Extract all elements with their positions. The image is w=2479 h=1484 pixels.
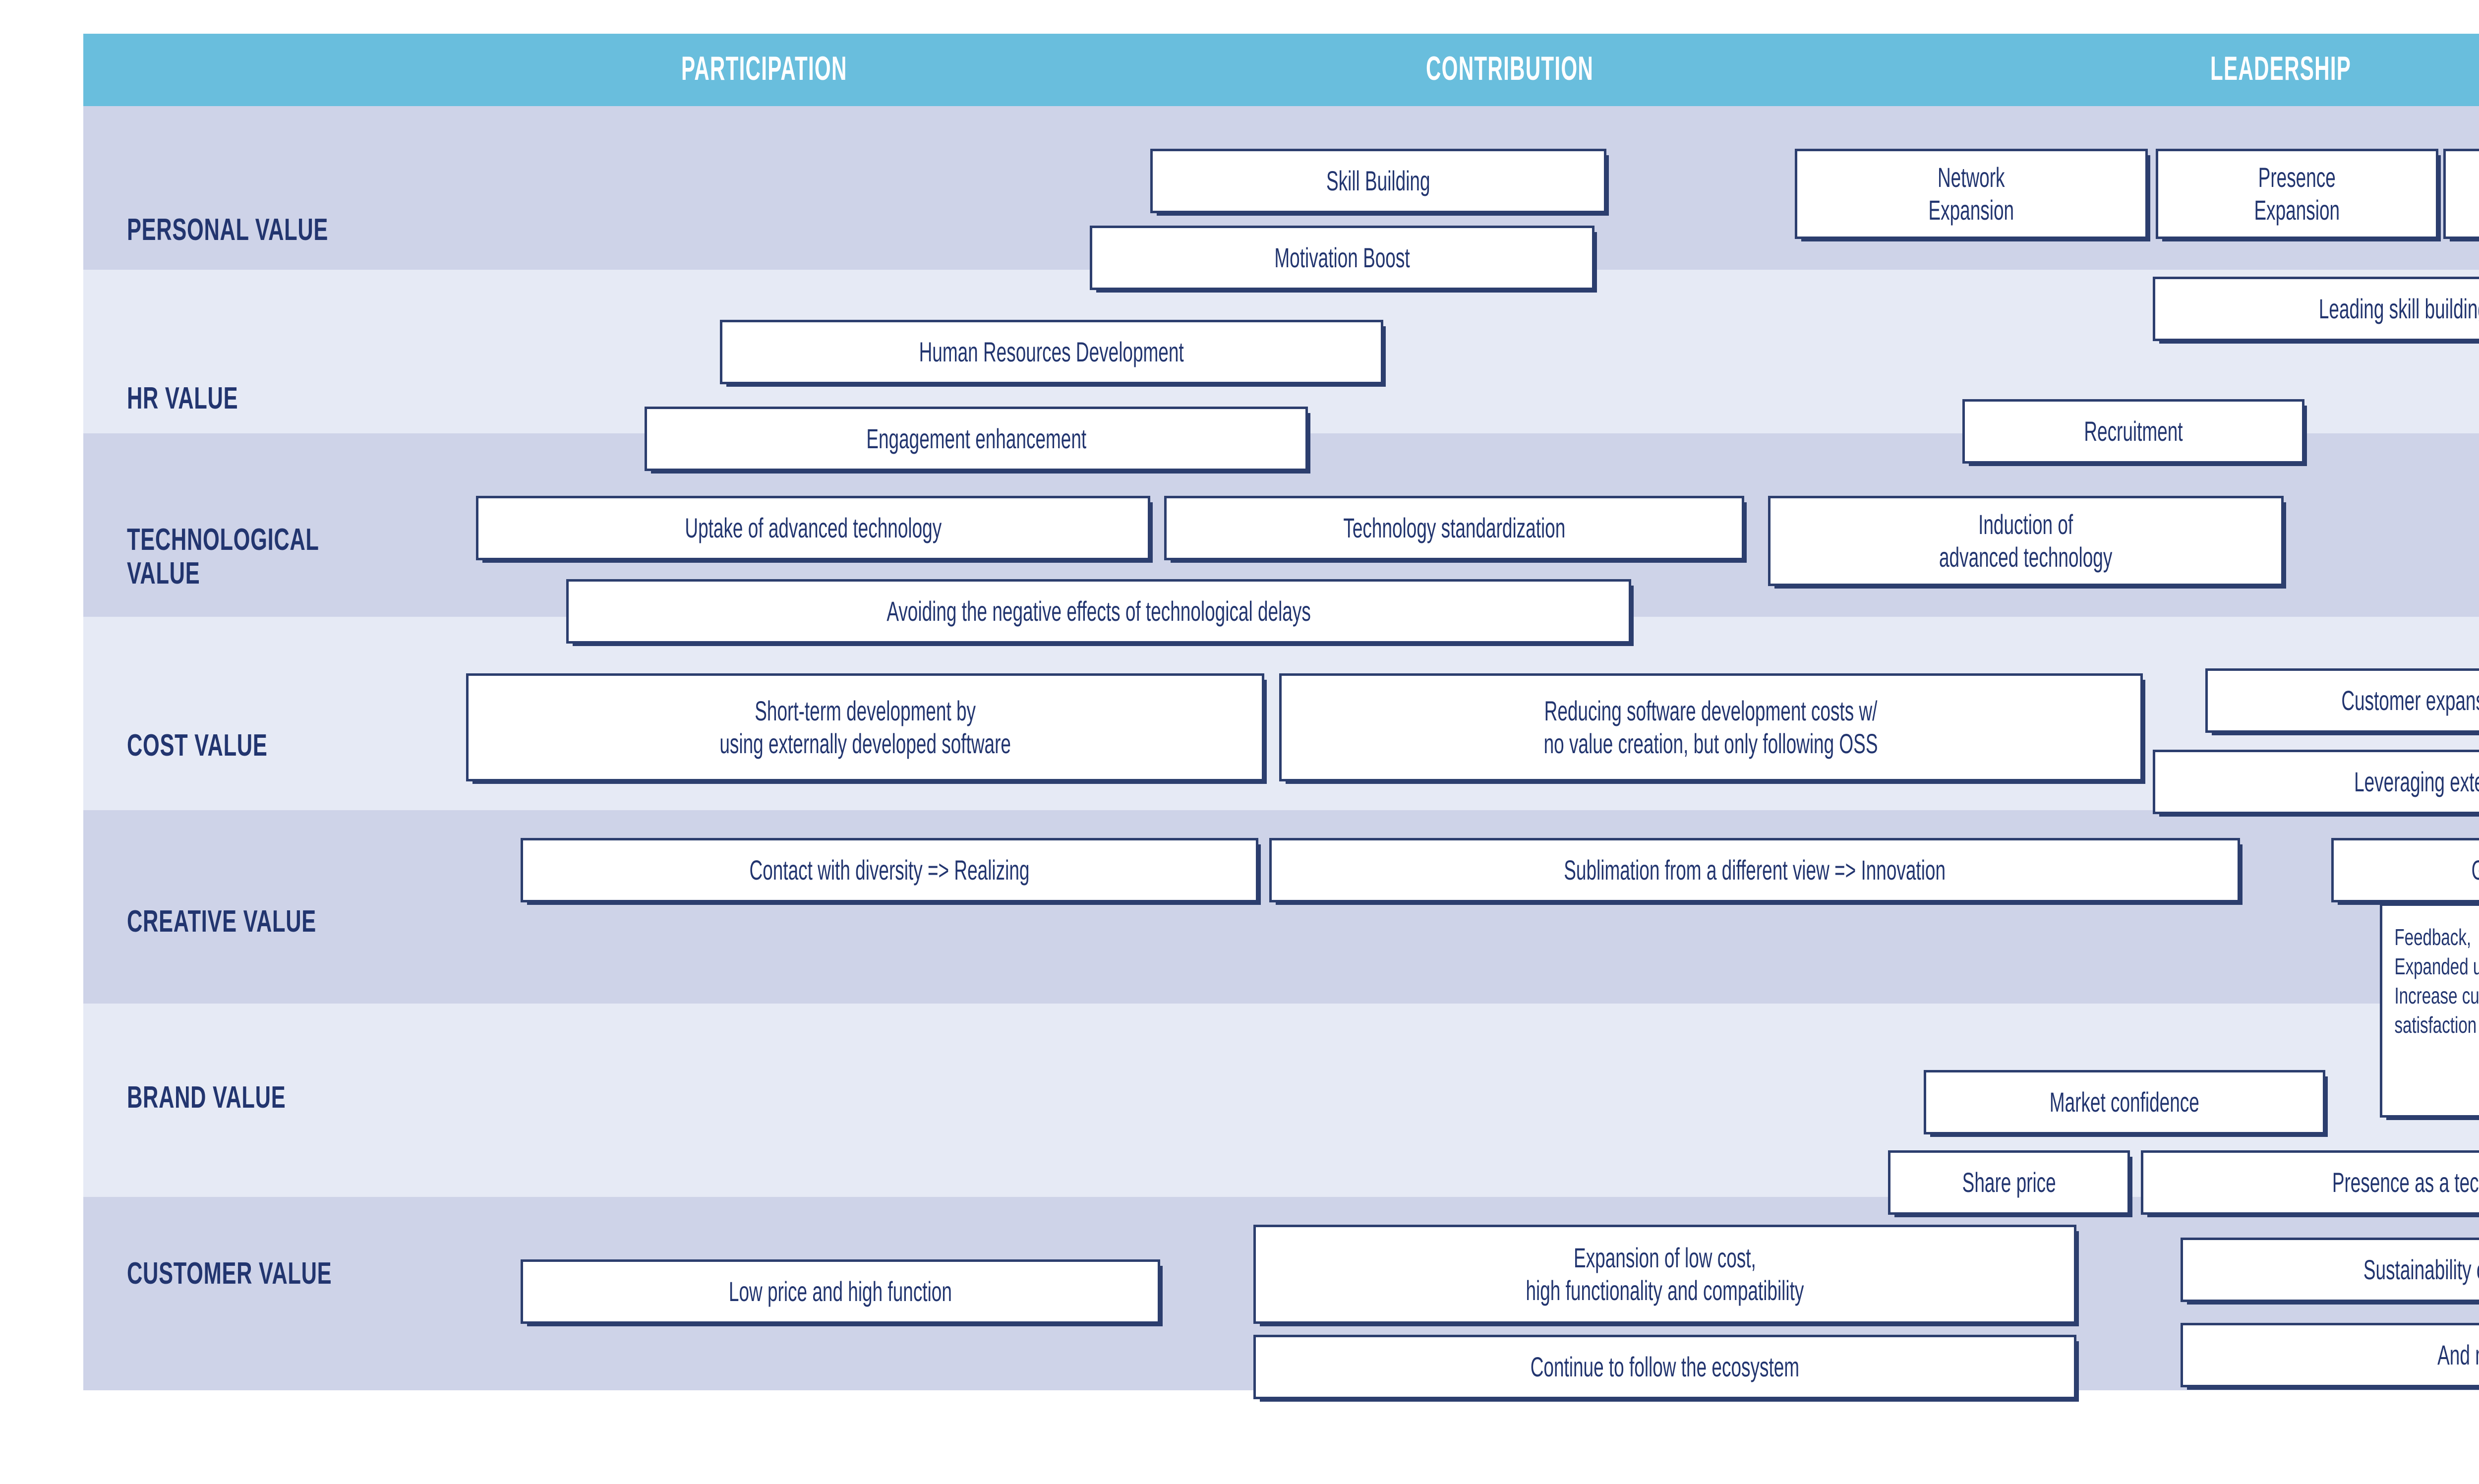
value-box-feedback-expanded-usage[interactable]: Feedback, Expanded usage, Increase custo… [2380,903,2479,1118]
value-box-sustainability-of-service-product[interactable]: Sustainability of service/product [2181,1238,2479,1302]
value-box-label: Customer expansion [2341,684,2479,716]
column-header-contribution: CONTRIBUTION [1426,50,1594,87]
value-box-reducing-software-development-costs[interactable]: Reducing software development costs w/ n… [1279,673,2143,781]
value-box-recruitment[interactable]: Recruitment [1962,399,2304,464]
value-box-motivation-boost[interactable]: Motivation Boost [1090,226,1594,290]
value-box-engagement-enhancement[interactable]: Engagement enhancement [645,407,1308,471]
value-box-label: Engagement enhancement [866,422,1086,454]
value-box-label: Induction of advanced technology [1939,508,2113,573]
value-box-induction-of-advanced-technology[interactable]: Induction of advanced technology [1768,496,2284,586]
row-label-technological-value: TECHNOLOGICAL VALUE [127,523,319,591]
value-box-sublimation-different-view[interactable]: Sublimation from a different view => Inn… [1269,838,2240,902]
value-box-label: Feedback, Expanded usage, Increase custo… [2394,924,2479,1038]
column-header-leadership: LEADERSHIP [2210,50,2352,87]
value-box-label: Share price [1962,1166,2056,1198]
value-box-label: Presence as a technology company [2332,1166,2479,1198]
value-box-label: Avoiding the negative effects of technol… [886,595,1311,627]
value-box-human-resources-development[interactable]: Human Resources Development [720,320,1383,384]
value-box-label: Uptake of advanced technology [685,512,942,543]
value-box-presence-as-technology-company[interactable]: Presence as a technology company [2141,1150,2479,1215]
value-box-label: Low price and high function [728,1275,952,1307]
value-box-label: Skill Building [1326,165,1430,196]
value-box-leveraging-external-resources[interactable]: Leveraging external resources [2153,750,2479,814]
value-box-label: Short-term development by using external… [719,695,1011,759]
value-box-label: Market confidence [2049,1086,2199,1118]
value-box-label: Continue to follow the ecosystem [1530,1351,1800,1382]
row-label-cost-value: COST VALUE [127,728,268,763]
value-box-uptake-of-advanced-technology[interactable]: Uptake of advanced technology [476,496,1150,560]
row-label-hr-value: HR VALUE [127,381,238,416]
value-box-label: And more??? [2437,1339,2479,1370]
value-box-label: Human Resources Development [919,336,1184,367]
value-box-market-confidence[interactable]: Market confidence [1924,1070,2325,1134]
row-label-brand-value: BRAND VALUE [127,1080,286,1115]
value-box-label: Gaining Community [2472,854,2479,887]
row-label-creative-value: CREATIVE VALUE [127,904,316,939]
value-box-technology-standardization[interactable]: Technology standardization [1164,496,1744,560]
value-box-gathering-info-automatically[interactable]: Gathering info/etc automatically [2443,149,2479,239]
value-box-label: Expansion of low cost, high functionalit… [1526,1242,1804,1306]
value-box-label: Sublimation from a different view => Inn… [1564,854,1946,886]
value-box-short-term-development[interactable]: Short-term development by using external… [466,673,1264,781]
value-box-label: Presence Expansion [2254,161,2340,226]
value-box-presence-expansion[interactable]: Presence Expansion [2156,149,2438,239]
value-box-contact-with-diversity[interactable]: Contact with diversity => Realizing [521,838,1258,902]
value-box-label: Reducing software development costs w/ n… [1544,695,1878,759]
value-box-label: Sustainability of service/product [2363,1253,2479,1285]
value-box-skill-building[interactable]: Skill Building [1150,149,1606,213]
value-box-label: Motivation Boost [1274,241,1410,273]
value-box-network-expansion[interactable]: Network Expansion [1795,149,2148,239]
value-box-continue-to-follow-ecosystem[interactable]: Continue to follow the ecosystem [1253,1335,2076,1399]
value-box-expansion-of-low-cost[interactable]: Expansion of low cost, high functionalit… [1253,1225,2076,1324]
value-box-label: Contact with diversity => Realizing [749,854,1030,886]
value-box-and-more[interactable]: And more??? [2181,1323,2479,1387]
value-box-leading-skill-building[interactable]: Leading skill building [2153,277,2479,341]
row-label-personal-value: PERSONAL VALUE [127,213,329,247]
value-box-label: Technology standardization [1343,512,1565,543]
value-box-share-price[interactable]: Share price [1888,1150,2130,1215]
value-box-label: Network Expansion [1928,161,2014,226]
value-box-gaining-community[interactable]: Gaining Community [2331,838,2479,902]
value-box-customer-expansion[interactable]: Customer expansion [2205,668,2479,733]
value-box-label: Leveraging external resources [2354,766,2479,797]
value-box-low-price-high-function[interactable]: Low price and high function [521,1259,1160,1324]
value-box-label: Leading skill building [2318,293,2479,324]
value-box-label: Recruitment [2084,415,2183,447]
column-header-participation: PARTICIPATION [681,50,847,87]
value-box-avoiding-negative-effects[interactable]: Avoiding the negative effects of technol… [566,579,1631,644]
row-label-customer-value: CUSTOMER VALUE [127,1256,332,1291]
column-header-band [83,34,2479,106]
